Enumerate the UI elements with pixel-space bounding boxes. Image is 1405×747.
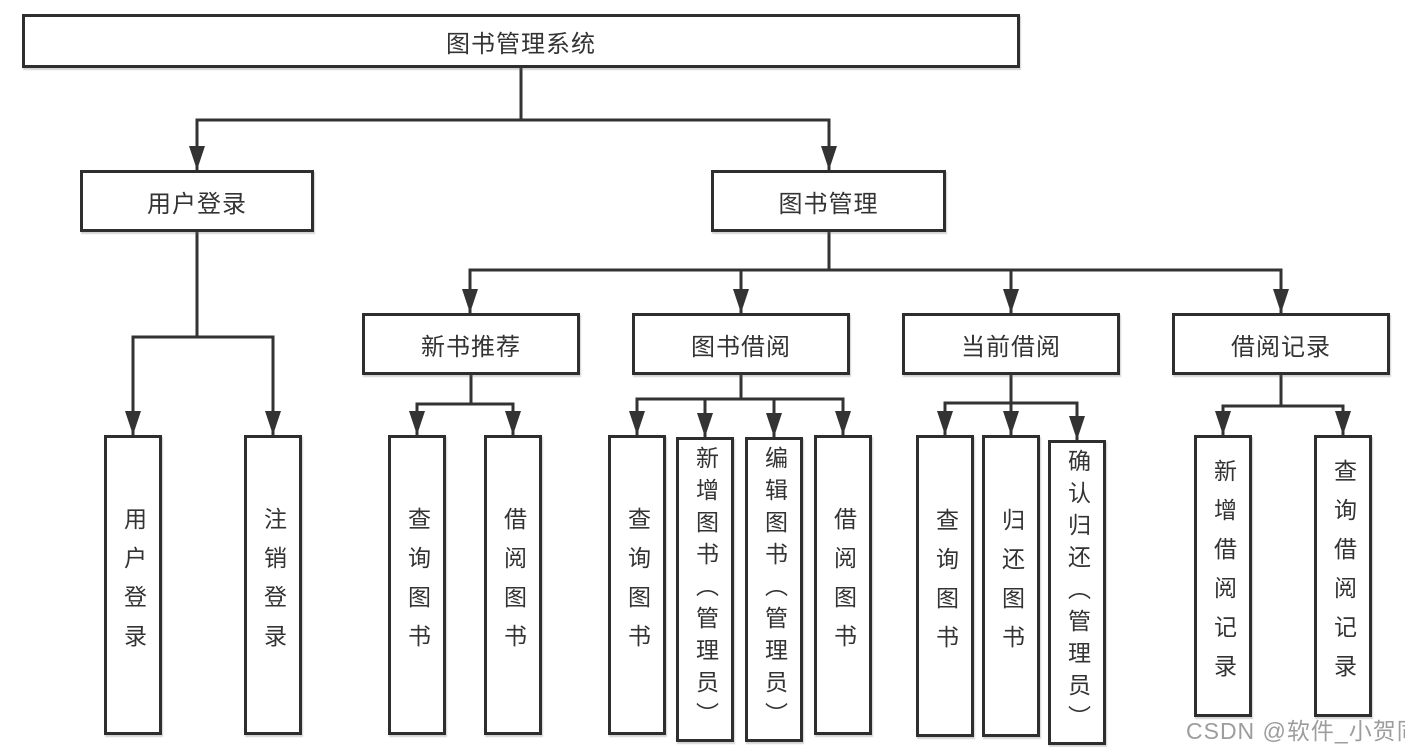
- node-label: 新增借阅记录: [1210, 459, 1237, 693]
- node-label: 查询图书: [932, 508, 959, 664]
- node-label: 用户登录: [147, 190, 247, 218]
- leaf-query-books-recommend: 查询图书: [388, 435, 446, 735]
- node-label: 确认归还（管理员）: [1064, 448, 1091, 737]
- leaf-add-borrow-record: 新增借阅记录: [1194, 435, 1252, 717]
- leaf-query-borrow-record: 查询借阅记录: [1314, 435, 1372, 717]
- leaf-return-books: 归还图书: [982, 435, 1040, 737]
- node-user-login-module: 用户登录: [80, 170, 314, 232]
- node-label: 图书借阅: [691, 333, 791, 361]
- node-book-management-module: 图书管理: [711, 170, 946, 232]
- node-label: 当前借阅: [961, 333, 1061, 361]
- leaf-edit-book-admin: 编辑图书（管理员）: [745, 437, 803, 742]
- node-label: 图书管理系统: [446, 30, 596, 58]
- node-current-borrow: 当前借阅: [902, 313, 1120, 375]
- node-label: 新书推荐: [421, 333, 521, 361]
- node-label: 编辑图书（管理员）: [761, 445, 788, 734]
- node-label: 查询图书: [404, 507, 431, 663]
- leaf-confirm-return-admin: 确认归还（管理员）: [1048, 440, 1106, 745]
- node-label: 图书管理: [778, 190, 879, 218]
- node-label: 用户登录: [120, 507, 147, 663]
- leaf-logout: 注销登录: [244, 435, 302, 735]
- node-book-borrow: 图书借阅: [632, 313, 850, 375]
- node-label: 注销登录: [260, 507, 287, 663]
- node-label: 新增图书（管理员）: [692, 445, 719, 734]
- node-label: 查询借阅记录: [1330, 459, 1357, 693]
- leaf-query-books-borrow: 查询图书: [608, 435, 666, 735]
- node-label: 借阅记录: [1231, 333, 1331, 361]
- leaf-user-login: 用户登录: [104, 435, 162, 735]
- csdn-watermark: CSDN @软件_小贺同学: [1186, 718, 1405, 744]
- leaf-borrow-books: 借阅图书: [814, 435, 872, 735]
- leaf-query-books-current: 查询图书: [916, 435, 974, 737]
- leaf-borrow-books-recommend: 借阅图书: [484, 435, 542, 735]
- leaf-add-book-admin: 新增图书（管理员）: [676, 437, 734, 742]
- node-borrow-record: 借阅记录: [1172, 313, 1390, 375]
- node-label: 借阅图书: [830, 507, 857, 663]
- node-label: 归还图书: [998, 508, 1025, 664]
- node-root-library-system: 图书管理系统: [22, 14, 1020, 68]
- node-label: 借阅图书: [500, 507, 527, 663]
- node-label: 查询图书: [624, 507, 651, 663]
- node-new-book-recommend: 新书推荐: [362, 313, 580, 375]
